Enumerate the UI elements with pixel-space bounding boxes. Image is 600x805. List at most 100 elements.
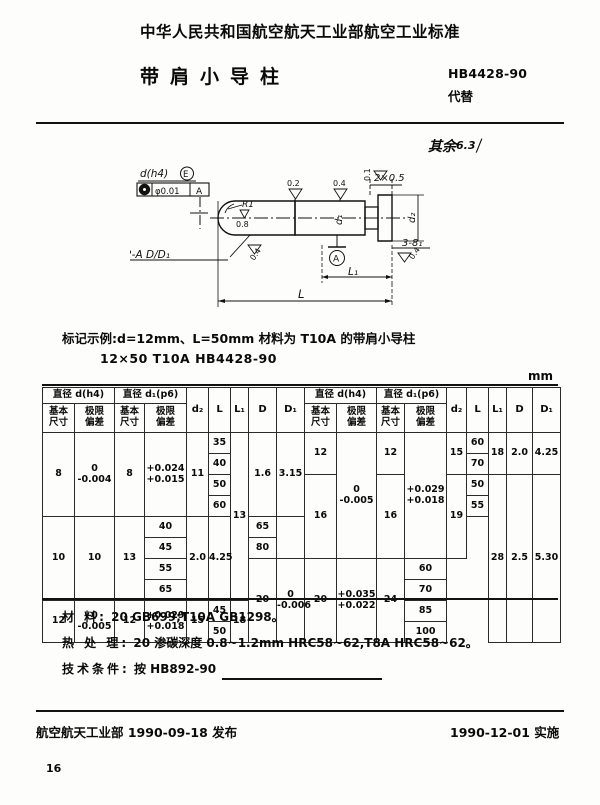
note-material: 材 料: 20 GB699;T10A GB1298。 xyxy=(62,608,478,625)
cell-D1-left-0: 3.15 xyxy=(276,432,306,517)
cell-d-dev-left-0: 0 -0.004 xyxy=(73,432,116,517)
cell-L-left-0: 35 xyxy=(208,432,232,454)
gdt-datum-letter: A xyxy=(196,187,203,197)
note-tech-label: 技术条件: xyxy=(62,662,130,676)
header-deviation-right-d: 极限 偏差 xyxy=(336,403,378,433)
cell-d1-basic-left-2: 12 xyxy=(114,600,146,643)
note-material-value: 20 GB699;T10A GB1298。 xyxy=(111,610,284,624)
header-deviation-left-d: 极限 偏差 xyxy=(73,403,116,433)
table-row: 40 70 xyxy=(43,453,561,475)
header-basic-size-right-d: 基本 尺寸 xyxy=(304,403,338,433)
notes-block: 材 料: 20 GB699;T10A GB1298。 热 处 理: 20 渗碳深… xyxy=(62,608,478,686)
cell-L1-left-1: 18 xyxy=(230,600,250,643)
standard-code: HB4428-90 xyxy=(448,66,528,81)
cell-d-dev-left-1: 0 -0.005 xyxy=(73,600,116,643)
gdt-callout-group: d(h4) E φ0.01 A xyxy=(136,166,210,197)
cell-L-right-1: 70 xyxy=(466,453,490,475)
cell-L-left-1: 40 xyxy=(208,453,232,475)
header-d-h4-left: 直径 d(h4) xyxy=(41,387,116,404)
roughness-0-2: 0.2 xyxy=(287,179,300,188)
cell-d1-dev-right-1: +0.035 +0.022 xyxy=(336,558,378,643)
note-technical-conditions: 技术条件: 按 HB892-90 xyxy=(62,660,478,677)
cell-d1-dev-left-1: +0.029 +0.018 xyxy=(144,600,188,643)
table-row: 50 100 xyxy=(43,621,561,643)
part-shank xyxy=(217,200,296,236)
header-deviation-left-d1: 极限 偏差 xyxy=(144,403,188,433)
cell-L-right-9: 100 xyxy=(404,621,448,643)
notes-divider xyxy=(222,678,382,680)
dim-d1-label: d₁ xyxy=(334,215,345,225)
cell-d-basic-left-1: 10 xyxy=(42,516,75,601)
surface-finish-note: 其余6.3∕ xyxy=(428,136,481,156)
gdt-envelope-symbol: E xyxy=(183,170,188,180)
roughness-0-4: 0.4 xyxy=(333,179,346,188)
table-row: 45 80 xyxy=(43,537,561,559)
cell-L1-right-1: 28 xyxy=(488,474,508,643)
header-basic-size-left-d1: 基本 尺寸 xyxy=(114,403,146,433)
header-D-right: D xyxy=(506,387,534,433)
cell-d1-basic-left-0: 8 xyxy=(114,432,146,517)
chamfer-callout: 2×0.5 xyxy=(374,173,405,184)
surface-finish-tick-icon: ∕ xyxy=(476,136,481,156)
page-organization-title: 中华人民共和国航空航天工业部航空工业标准 xyxy=(139,23,460,41)
table-row: 12 0 -0.005 12 +0.029 +0.018 15 45 18 85 xyxy=(42,600,561,643)
cell-L-left-9: 50 xyxy=(208,621,232,643)
gdt-tolerance-value: φ0.01 xyxy=(155,187,180,197)
cell-d-dev-right-0: 0 -0.005 xyxy=(336,432,378,559)
cell-d1-dev-left-0: +0.024 +0.015 xyxy=(144,432,188,517)
surface-finish-label: 其余 xyxy=(428,139,456,155)
cell-L-left-4: 40 xyxy=(144,516,188,538)
header-d1-p6-left: 直径 d₁(p6) xyxy=(114,387,188,404)
cell-d2-left-1: 13 xyxy=(114,516,146,601)
cell-d-basic-left-2: 12 xyxy=(42,600,75,643)
note-heat-label: 热 处 理: xyxy=(62,636,130,650)
dim-L-label: L xyxy=(298,287,304,301)
table-row: 10 10 13 40 2.0 4.25 65 xyxy=(42,516,561,601)
cell-L-left-5: 45 xyxy=(144,537,188,559)
cell-D-right-0: 2.0 xyxy=(506,432,534,475)
taper-callout: 3-8₁ xyxy=(402,238,422,249)
cell-d-basic-right-0: 12 xyxy=(304,432,338,475)
surface-finish-value: 6.3 xyxy=(456,139,476,152)
page-title: 带肩小导柱 xyxy=(139,66,290,88)
header-basic-size-right-d1: 基本 尺寸 xyxy=(376,403,406,433)
cell-L-right-6: 60 xyxy=(404,558,448,580)
datum-a-symbol: A xyxy=(333,255,340,265)
header-L-left: L xyxy=(208,387,232,433)
specification-table-wrapper: 直径 d(h4) 直径 d₁(p6) d₂ L L₁ D D₁ 直径 d(h4)… xyxy=(41,387,562,643)
cell-L-right-4: 65 xyxy=(248,516,278,538)
table-top-rule xyxy=(42,384,558,386)
header-d2-left: d₂ xyxy=(186,387,210,433)
part-drawing-svg: d(h4) E φ0.01 A xyxy=(125,166,430,307)
dim-d2-label: d₂ xyxy=(407,213,418,223)
table-row: 50 16 16 19 50 28 2.5 5.30 xyxy=(43,474,562,643)
cell-d-dev-right-1: 0 -0.006 xyxy=(276,558,311,643)
replaces-label: 代替 xyxy=(448,89,474,104)
footer-effective: 1990-12-01 实施 xyxy=(450,725,560,740)
radius-callout: R1 xyxy=(242,200,254,210)
header-D1-left: D₁ xyxy=(276,387,306,433)
cell-L1-right-0: 18 xyxy=(488,432,508,475)
header-divider xyxy=(36,122,564,124)
cell-L1-left-0: 13 xyxy=(230,432,250,601)
cell-d2-right-0: 15 xyxy=(446,432,468,475)
note-heat-value: 20 渗碳深度 0.8~1.2mm HRC58~62,T8A HRC58~62。 xyxy=(133,636,478,650)
cell-d1-basic-right-0: 12 xyxy=(376,432,406,475)
roughness-0-1: 0.1 xyxy=(363,168,372,181)
table-row: 65 70 xyxy=(43,579,561,601)
cell-D-left-0: 1.6 xyxy=(248,432,278,517)
cell-d2-right-1: 19 xyxy=(446,474,468,559)
cell-L-right-5: 80 xyxy=(248,537,278,559)
page-number: 16 xyxy=(46,762,62,775)
header-basic-size-left-d: 基本 尺寸 xyxy=(42,403,75,433)
technical-drawing: d(h4) E φ0.01 A xyxy=(125,165,530,329)
cell-L-right-2: 50 xyxy=(466,474,490,496)
table-row: 60 55 xyxy=(43,495,561,517)
footer-divider xyxy=(36,710,564,712)
marking-example-line1: 标记示例:d=12mm、L=50mm 材料为 T10A 的带肩小导柱 xyxy=(62,331,416,346)
header-D-left: D xyxy=(248,387,278,433)
header-d-h4-right: 直径 d(h4) xyxy=(304,387,378,404)
header-L1-left: L₁ xyxy=(230,387,250,433)
cell-D1-right-0: 4.25 xyxy=(532,432,562,475)
